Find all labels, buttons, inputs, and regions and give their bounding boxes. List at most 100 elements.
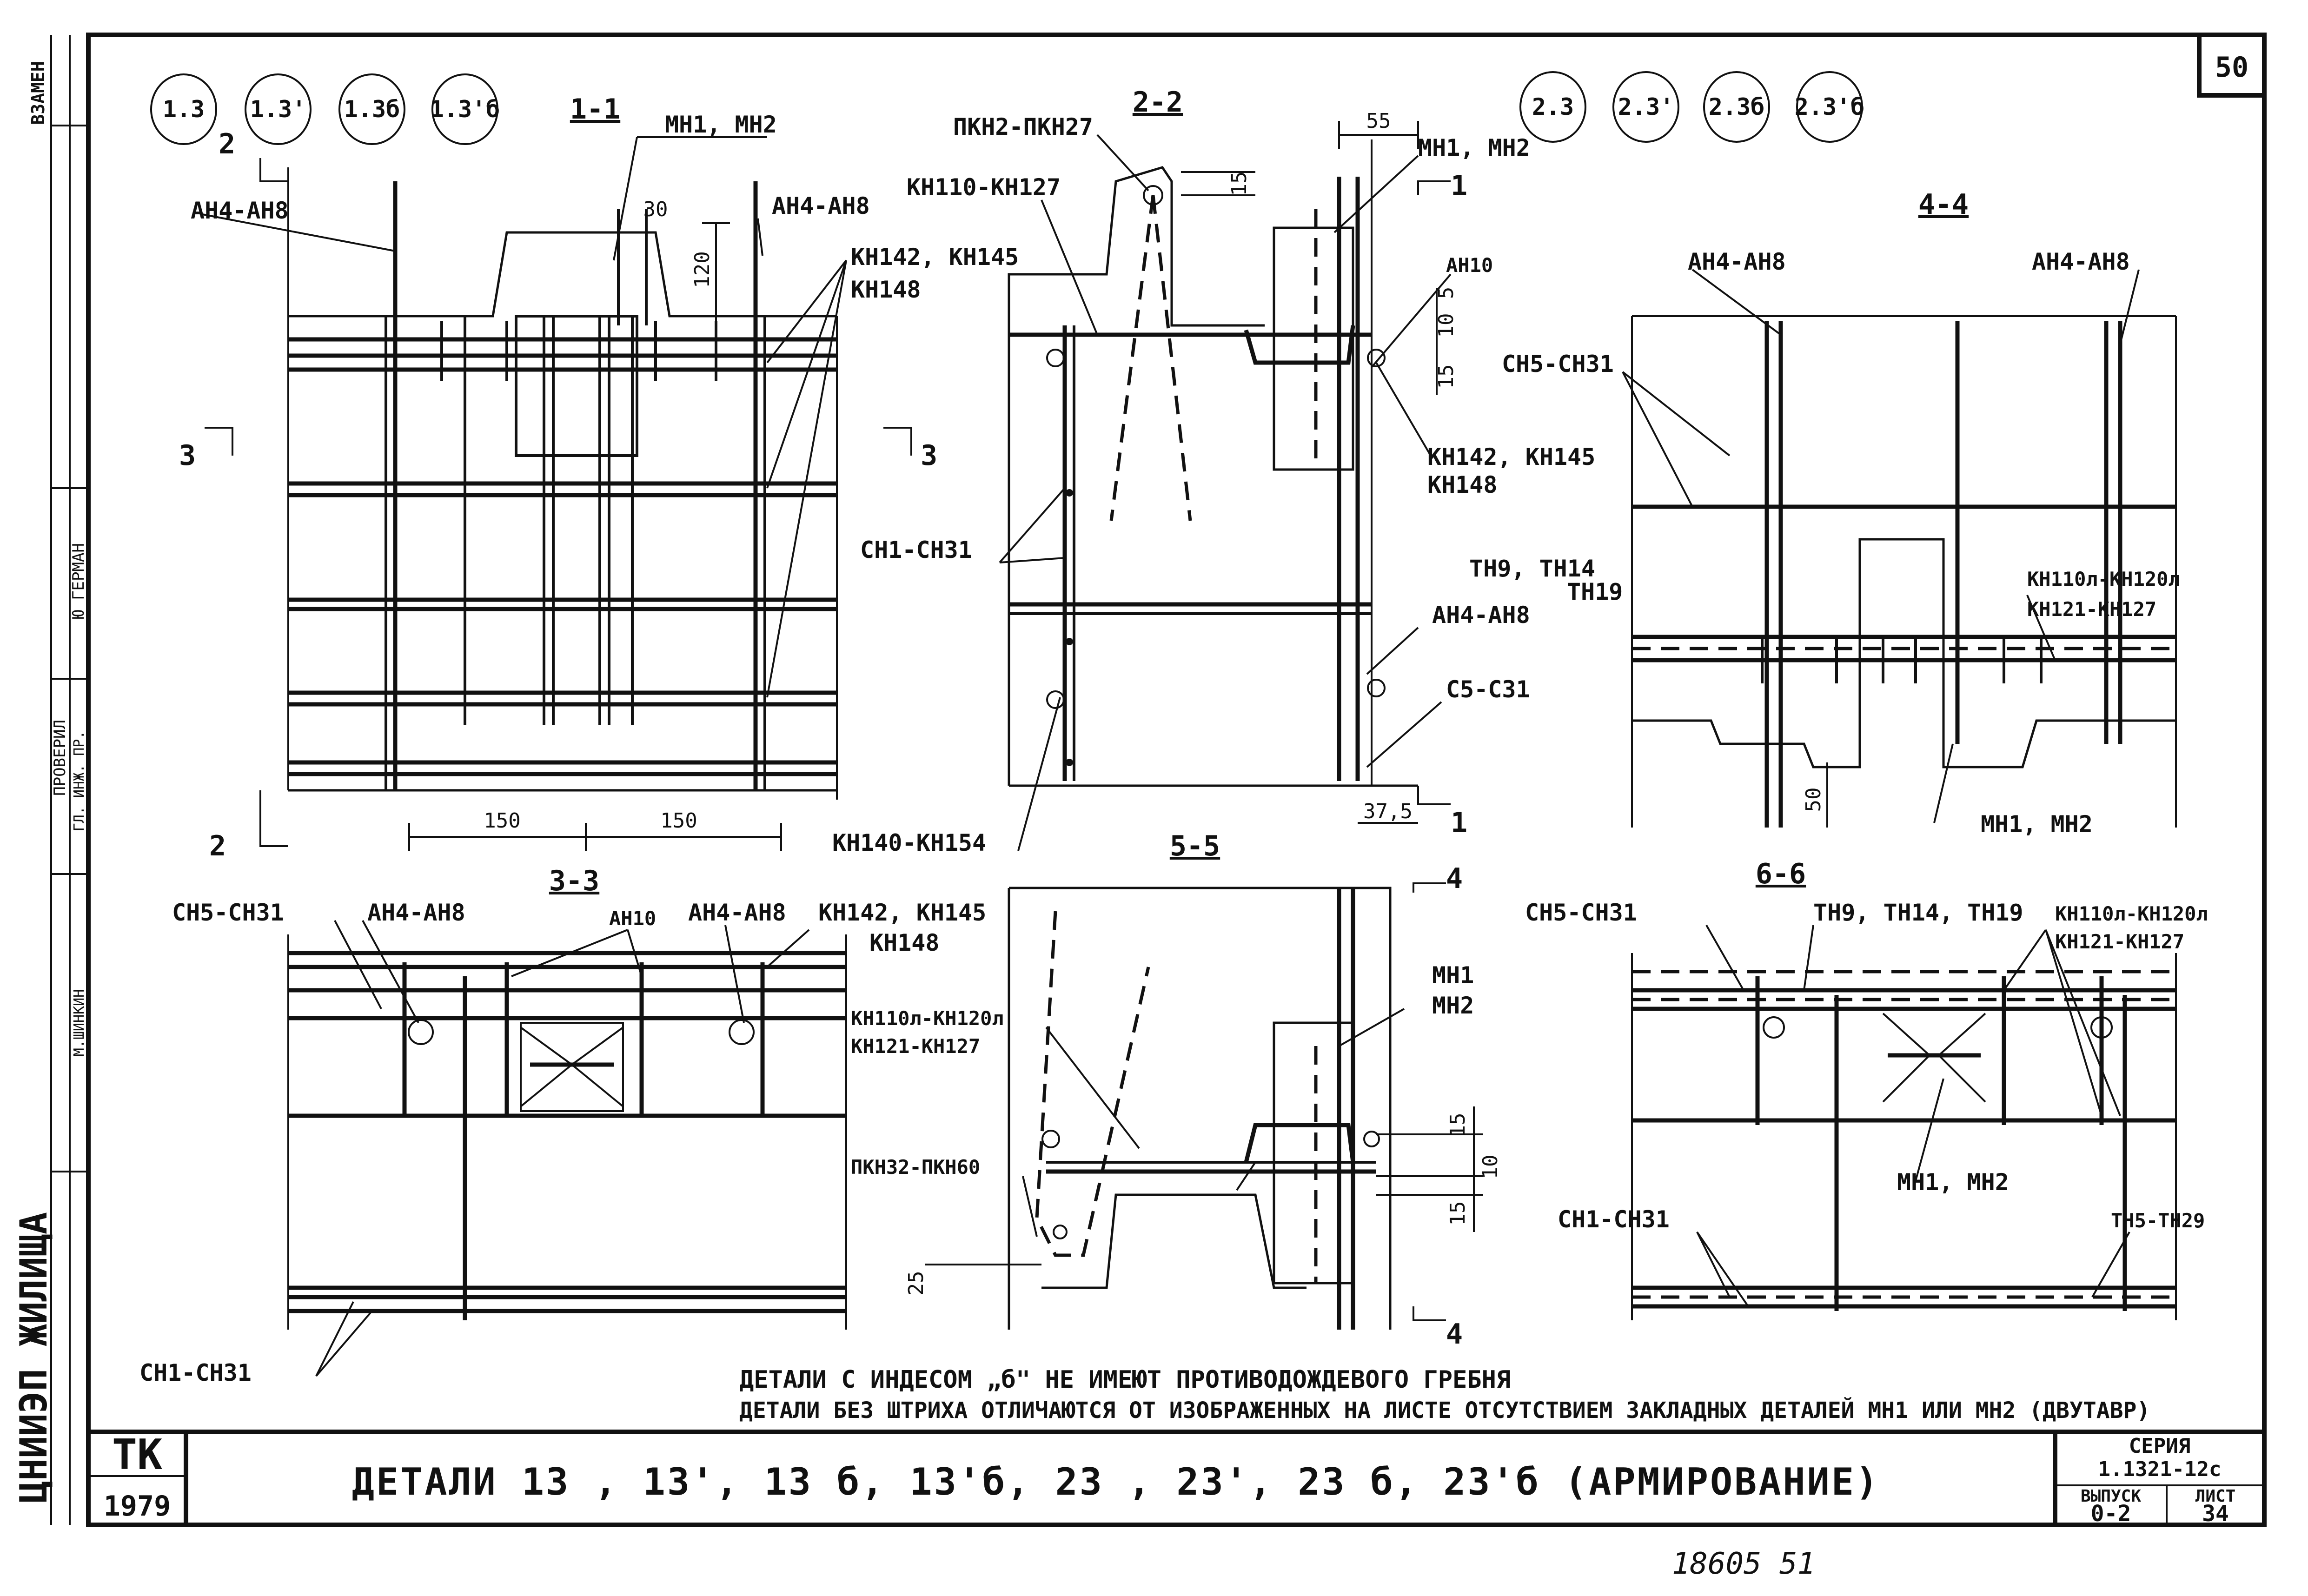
s66-label-kn110l-kn120l: КН110л-КН120л: [2055, 902, 2208, 925]
s22-label-kn140-kn154: КН140-КН154: [832, 829, 986, 856]
cut-1-bottom: 1: [1451, 807, 1467, 839]
dim-150-a: 150: [484, 809, 520, 833]
s11-label-an4-an8-left: АН4-АН8: [191, 197, 289, 224]
s33-label-an10: АН10: [609, 907, 656, 930]
section-2-2: 2-2 55 15 10 5 15: [832, 86, 1623, 856]
s22-label-kn110-kn127: КН110-КН127: [907, 174, 1061, 201]
s11-label-kn148: КН148: [851, 276, 921, 303]
s22-label-pkn2-pkn27: ПКН2-ПКН27: [953, 113, 1093, 140]
detail-mark-1-3b: 1.3б: [344, 96, 400, 123]
section-4-4-title: 4-4: [1918, 188, 1969, 221]
dim-120: 120: [690, 251, 714, 288]
s66-label-sn5-sn31: СН5-СН31: [1525, 899, 1637, 926]
dim-10: 10: [1434, 313, 1458, 338]
note-line-1: ДЕТАЛИ С ИНДЕСОМ „б" НЕ ИМЕЮТ ПРОТИВОДОЖ…: [739, 1366, 1511, 1394]
s22-label-tn19: ТН19: [1567, 578, 1623, 605]
s22-label-s5-s31: С5-С31: [1446, 676, 1530, 703]
cut-4-top: 4: [1446, 862, 1463, 895]
checked-label: ПРОВЕРИЛ: [51, 720, 69, 796]
vzamen-label: ВЗАМЕН: [28, 61, 48, 125]
s33-label-sn5-sn31: СН5-СН31: [172, 899, 284, 926]
org-label: ЦНИИЭП ЖИЛИЩА: [12, 1212, 55, 1503]
dim-37-5: 37,5: [1363, 800, 1413, 823]
series-value: 1.1321-12с: [2098, 1457, 2222, 1481]
dim-25: 25: [904, 1271, 928, 1296]
sheet-title: ДЕТАЛИ 13 , 13', 13 б, 13'б, 23 , 23', 2…: [352, 1460, 1880, 1503]
dim-15-upper: 15: [1446, 1113, 1470, 1138]
s55-label-mn1: МН1: [1432, 962, 1474, 989]
dim-150-b: 150: [660, 809, 697, 833]
dim-50: 50: [1802, 788, 1825, 812]
issue-value: 0-2: [2091, 1501, 2131, 1527]
s22-label-sn1-sn31: СН1-СН31: [860, 536, 972, 563]
s22-label-an4-an8: АН4-АН8: [1432, 602, 1530, 629]
section-5-5: 5-5 15 10 15 25 МН1 МН2 КН110л-КН120л КН…: [851, 830, 1502, 1351]
note-line-2: ДЕТАЛИ БЕЗ ШТРИХА ОТЛИЧАЮТСЯ ОТ ИЗОБРАЖЕ…: [739, 1397, 2150, 1424]
detail-mark-2-3-prime: 2.3': [1618, 93, 1674, 120]
s11-label-an4-an8-right: АН4-АН8: [772, 192, 870, 219]
s33-label-sn1-sn31: СН1-СН31: [139, 1359, 252, 1386]
s11-label-kn142-kn145: КН142, КН145: [851, 244, 1019, 271]
s33-label-kn148: КН148: [869, 929, 940, 956]
sheet-number: 50: [2215, 51, 2248, 84]
s11-label-mn1-mn2: МН1, МН2: [665, 111, 777, 138]
sheet-value: 34: [2202, 1501, 2229, 1527]
s22-label-kn142-kn145: КН142, КН145: [1427, 444, 1595, 470]
cut-3-left: 3: [179, 439, 196, 472]
s44-label-kn110l-kn120l: КН110л-КН120л: [2027, 568, 2180, 590]
dim-15-top: 15: [1227, 172, 1251, 196]
series-label: СЕРИЯ: [2129, 1434, 2190, 1458]
detail-marks-left: 1.3 1.3' 1.3б 1.3'б: [150, 73, 500, 145]
section-6-6: 6-6 СН5-СН31 ТН9, ТН14, ТН19 КН110л-КН12…: [1525, 858, 2208, 1320]
issue-label: ВЫПУСК: [2081, 1487, 2141, 1506]
section-3-3: 3-3 СН5-СН31 АН4-АН8 АН10 АН4-АН8 КН142,: [139, 865, 986, 1386]
detail-mark-2-3-prime-b: 2.3'б: [1795, 93, 1865, 120]
section-1-1-title: 1-1: [570, 93, 620, 126]
s22-label-an10: АН10: [1446, 254, 1493, 277]
s55-label-pkn32-pkn60: ПКН32-ПКН60: [851, 1156, 980, 1179]
author-name: М.ШИНКИН: [71, 989, 87, 1057]
footer-number: 18605 51: [1672, 1547, 1815, 1581]
detail-mark-2-3b: 2.3б: [1709, 93, 1764, 120]
s66-label-kn121-kn127: КН121-КН127: [2055, 930, 2184, 953]
cut-2-bottom: 2: [209, 830, 226, 862]
s33-label-kn142-kn145: КН142, КН145: [818, 899, 986, 926]
s33-label-an4-an8-right: АН4-АН8: [688, 899, 786, 926]
dim-55: 55: [1366, 109, 1391, 133]
detail-mark-1-3-prime-b: 1.3'б: [430, 96, 500, 123]
cut-2-top: 2: [219, 128, 235, 160]
sheet-label: ЛИСТ: [2195, 1487, 2236, 1506]
s66-label-mn1-mn2: МН1, МН2: [1897, 1169, 2009, 1196]
detail-mark-1-3-prime: 1.3': [250, 96, 306, 123]
detail-mark-1-3: 1.3: [163, 96, 205, 123]
dim-10-mid: 10: [1479, 1155, 1502, 1179]
section-1-1: 1-1: [179, 93, 1019, 862]
s33-label-an4-an8-left: АН4-АН8: [367, 899, 465, 926]
role-label: ГЛ. ИНЖ. ПР.: [71, 731, 87, 832]
checker-name: Ю ГЕРМАН: [69, 543, 88, 619]
dim-30: 30: [643, 198, 668, 221]
section-6-6-title: 6-6: [1756, 858, 1806, 890]
s44-label-sn5-sn31: СН5-СН31: [1502, 351, 1614, 377]
cut-1-top: 1: [1451, 170, 1467, 202]
detail-mark-2-3: 2.3: [1532, 93, 1574, 120]
dim-15-mid: 15: [1434, 364, 1458, 389]
s22-label-mn1-mn2: МН1, МН2: [1418, 134, 1530, 161]
s22-label-kn148: КН148: [1427, 471, 1498, 498]
s55-label-mn2: МН2: [1432, 992, 1474, 1019]
s22-label-tn9-tn14: ТН9, ТН14: [1469, 555, 1595, 582]
tk-mark: ТК: [112, 1430, 162, 1479]
s66-label-tn9-tn14-tn19: ТН9, ТН14, ТН19: [1813, 899, 2023, 926]
section-2-2-title: 2-2: [1133, 86, 1183, 119]
s44-label-mn1-mn2: МН1, МН2: [1981, 811, 2093, 838]
s66-label-sn1-sn31: СН1-СН31: [1558, 1206, 1670, 1233]
section-4-4: 4-4 50 АН4-АН8 АН4-АН8 СН5-СН31 КН110л-К…: [1502, 188, 2180, 838]
s44-label-an4-an8-right: АН4-АН8: [2032, 248, 2130, 275]
year-label: 1979: [104, 1490, 171, 1523]
s44-label-kn121-kn127: КН121-КН127: [2027, 598, 2156, 621]
s44-label-an4-an8-left: АН4-АН8: [1688, 248, 1786, 275]
cut-4-bottom: 4: [1446, 1318, 1463, 1351]
s55-label-kn110l-kn120l: КН110л-КН120л: [851, 1007, 1004, 1030]
